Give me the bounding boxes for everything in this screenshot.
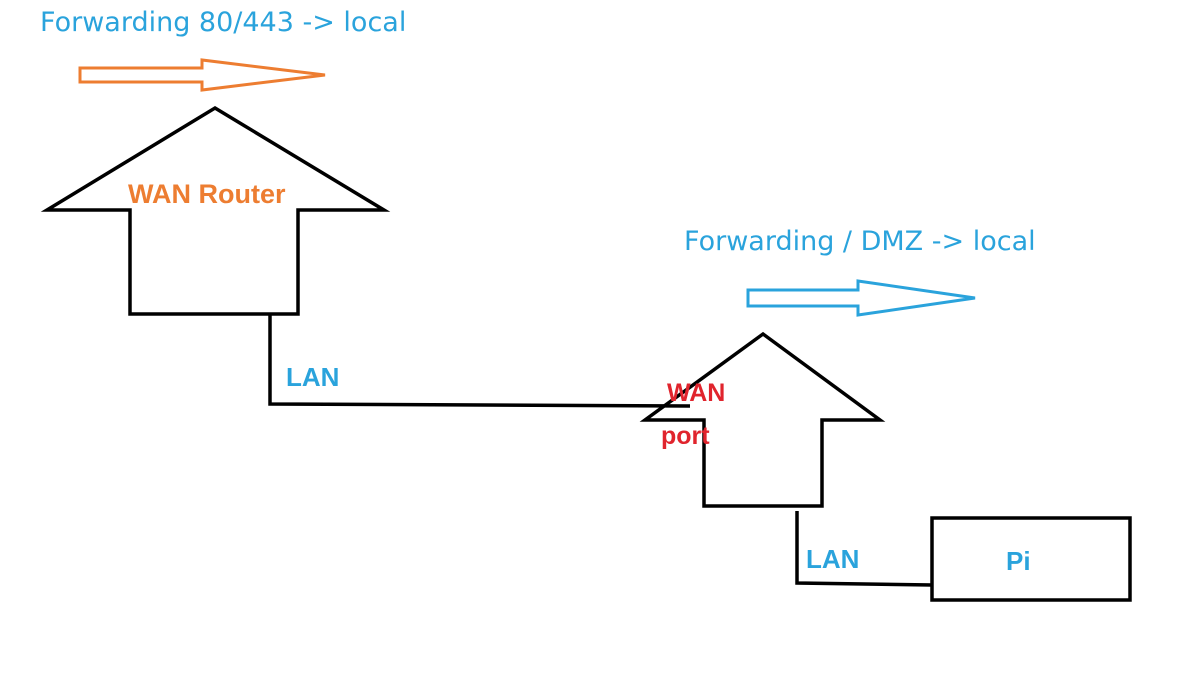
- second-router-house-icon: [639, 331, 886, 508]
- lower-lan-label: LAN: [806, 544, 859, 574]
- upper-lan-cable: [268, 314, 691, 408]
- wan-router-house-icon: [40, 105, 391, 316]
- wan-router-label: WAN Router: [128, 179, 286, 209]
- wan-port-label-line1: WAN: [667, 379, 725, 407]
- forwarding-top-label: Forwarding 80/443 -> local: [40, 7, 406, 38]
- wan-port-label-line2: port: [661, 422, 710, 450]
- lower-lan-cable: [795, 511, 933, 587]
- pi-box: [930, 516, 1132, 602]
- dmz-forwarding-arrow-icon: [746, 279, 976, 317]
- pi-label: Pi: [1006, 546, 1031, 576]
- upper-lan-label: LAN: [286, 362, 339, 392]
- wan-router-forwarding-arrow-icon: [78, 58, 326, 92]
- forwarding-dmz-label: Forwarding / DMZ -> local: [684, 226, 1036, 257]
